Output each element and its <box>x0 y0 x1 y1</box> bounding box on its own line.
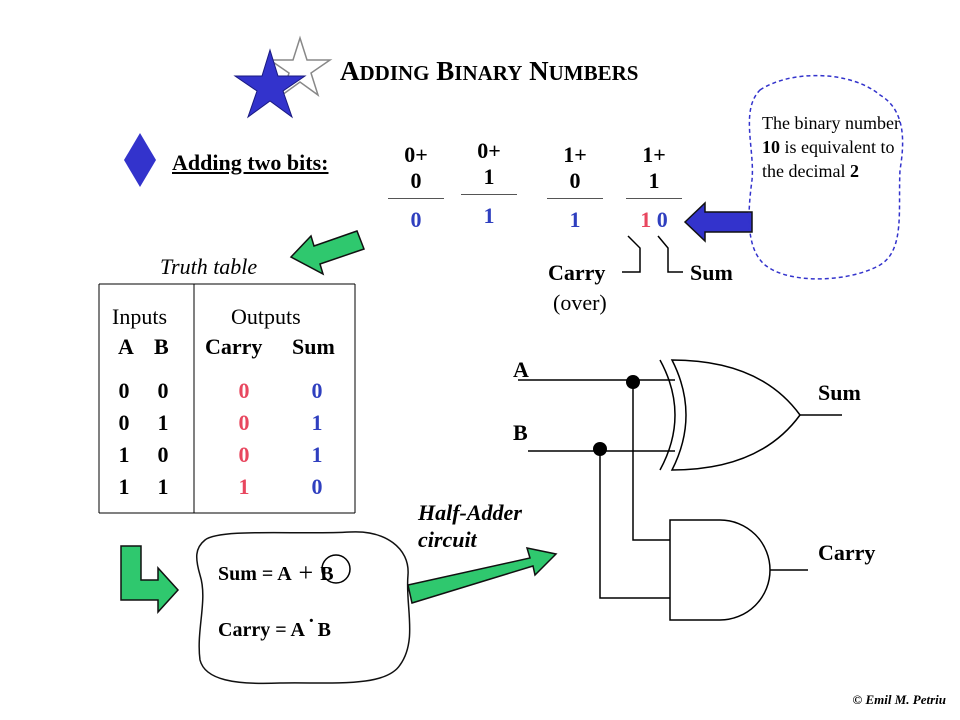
example-line: 0 <box>410 168 422 193</box>
cell-b: 0 <box>157 442 169 467</box>
col-a-header: A <box>118 334 134 359</box>
input-a-label: A <box>513 357 529 382</box>
inputs-header: Inputs <box>112 304 167 329</box>
copyright-text: © Emil M. Petriu <box>852 692 946 707</box>
formula-part: Carry = A <box>218 619 305 641</box>
blue-left-arrow-icon <box>683 201 753 243</box>
example-result-sum: 0 <box>656 207 668 232</box>
col-sum-header: Sum <box>292 334 335 359</box>
title-part: A <box>340 56 360 86</box>
note-text: is equivalent to the decimal <box>762 137 895 181</box>
note-decimal: 2 <box>849 161 859 181</box>
carry-label: Carry <box>548 260 606 285</box>
cell-carry: 1 <box>238 474 250 499</box>
example-divider <box>626 198 682 199</box>
cell-a: 1 <box>118 474 130 499</box>
carry-formula: Carry = A·B <box>218 610 331 642</box>
truth-table-caption: Truth table <box>160 254 258 279</box>
output-sum-label: Sum <box>818 380 861 405</box>
green-arrow-to-table-icon <box>289 230 365 276</box>
diamond-bullet-icon <box>124 133 156 187</box>
example-result: 1 <box>569 207 581 232</box>
cell-sum: 0 <box>311 378 323 403</box>
title-part: DDING <box>359 61 430 85</box>
half-adder-caption-line2: circuit <box>418 527 477 552</box>
title-part: UMBERS <box>548 61 639 85</box>
example-line: 0 <box>569 168 581 193</box>
adding-two-bits-label: Adding two bits: <box>172 150 329 175</box>
example-line: 0+ <box>404 142 428 167</box>
and-gate-body <box>669 519 771 621</box>
example-line: 1 <box>648 168 660 193</box>
sum-label: Sum <box>690 260 733 285</box>
cell-carry: 0 <box>238 378 250 403</box>
green-arrow-to-circuit-icon <box>407 547 558 604</box>
formula-part: B <box>320 563 334 585</box>
col-b-header: B <box>154 334 169 359</box>
cell-b: 0 <box>157 378 169 403</box>
wire-b-down <box>599 449 670 599</box>
note-binary: 10 <box>762 137 780 157</box>
cell-a: 1 <box>118 442 130 467</box>
carry-pointer-line <box>622 235 641 273</box>
title-part: B <box>436 56 455 86</box>
cell-sum: 1 <box>311 410 323 435</box>
and-symbol: · <box>307 610 315 632</box>
outline-star-icon <box>267 35 333 97</box>
page-title: ADDING BINARY NUMBERS <box>340 56 639 87</box>
cell-sum: 0 <box>311 474 323 499</box>
formula-blob <box>195 531 411 685</box>
sum-formula: Sum = A + B <box>218 557 334 587</box>
example-0-plus-0: 0+ 0 0 <box>386 142 446 233</box>
title-part: N <box>529 56 549 86</box>
input-b-label: B <box>513 420 528 445</box>
example-result-carry: 1 <box>640 207 652 232</box>
col-carry-header: Carry <box>205 334 263 359</box>
outputs-header: Outputs <box>231 304 301 329</box>
half-adder-caption: Half-Adder <box>418 500 522 525</box>
title-part: INARY <box>454 61 523 85</box>
example-divider <box>388 198 444 199</box>
note-bubble <box>748 74 904 280</box>
cell-b: 1 <box>157 410 169 435</box>
cell-a: 0 <box>118 410 130 435</box>
sum-pointer-line <box>657 235 683 273</box>
example-1-plus-1: 1+ 1 1 0 <box>624 142 684 233</box>
example-result: 1 <box>483 203 495 228</box>
binary-note: The binary number 10 is equivalent to th… <box>762 111 912 183</box>
wire-a-down <box>632 382 670 541</box>
xor-symbol-circle <box>321 554 351 584</box>
blue-star-icon <box>233 48 307 119</box>
cell-b: 1 <box>157 474 169 499</box>
xor-gate-body <box>670 359 801 471</box>
xor-symbol: + <box>298 558 314 587</box>
cell-carry: 0 <box>238 442 250 467</box>
output-carry-label: Carry <box>818 540 876 565</box>
cell-a: 0 <box>118 378 130 403</box>
cell-sum: 1 <box>311 442 323 467</box>
example-0-plus-1: 0+ 1 1 <box>459 138 519 229</box>
cell-carry: 0 <box>238 410 250 435</box>
example-1-plus-0: 1+ 0 1 <box>545 142 605 233</box>
example-line: 1+ <box>563 142 587 167</box>
example-divider <box>461 194 517 195</box>
note-text: The binary number <box>762 113 900 133</box>
formula-part: Sum = A <box>218 563 291 585</box>
example-divider <box>547 198 603 199</box>
example-line: 1+ <box>642 142 666 167</box>
xor-gate-back-curve <box>659 359 676 471</box>
example-line: 0+ <box>477 138 501 163</box>
formula-part: B <box>317 619 331 641</box>
example-result: 0 <box>410 207 422 232</box>
green-l-arrow-icon <box>120 545 180 614</box>
example-line: 1 <box>483 164 495 189</box>
over-label: (over) <box>553 290 607 315</box>
